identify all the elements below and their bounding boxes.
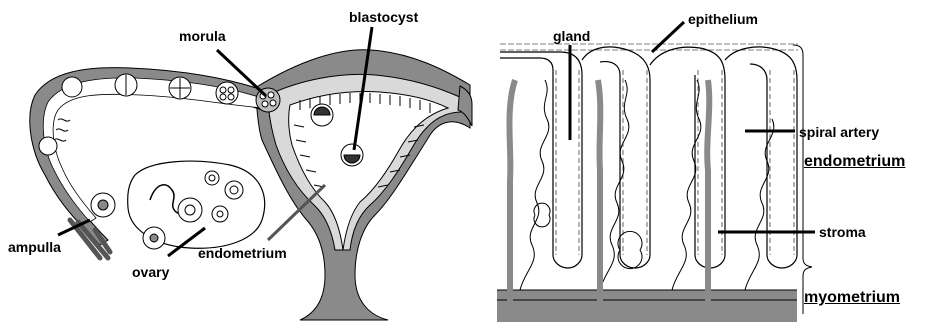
endometrium-section	[497, 22, 815, 322]
label-ovary: ovary	[132, 264, 169, 280]
layer-bracket	[793, 45, 812, 314]
gland-4	[725, 47, 797, 268]
label-epithelium: epithelium	[688, 11, 758, 27]
uterus-illustration	[30, 27, 472, 320]
label-endometrium-left: endometrium	[198, 245, 287, 261]
gland-3	[650, 47, 725, 268]
epithelium-cells	[500, 44, 798, 255]
myometrium-band	[497, 290, 797, 322]
embryo-1	[62, 77, 82, 97]
vessel-stems	[509, 80, 709, 320]
glands	[500, 47, 797, 268]
embryo-8	[216, 82, 238, 104]
label-endometrium-right: endometrium	[804, 153, 905, 171]
label-gland: gland	[553, 28, 590, 44]
gland-2	[582, 47, 650, 268]
label-stroma: stroma	[819, 224, 866, 240]
label-morula: morula	[179, 28, 226, 44]
sperm-cells	[54, 119, 70, 141]
label-myometrium: myometrium	[804, 289, 900, 307]
embryo-zygote	[39, 137, 57, 155]
label-blastocyst: blastocyst	[349, 9, 418, 25]
label-ampulla: ampulla	[8, 239, 61, 255]
label-spiral-artery: spiral artery	[799, 124, 879, 140]
